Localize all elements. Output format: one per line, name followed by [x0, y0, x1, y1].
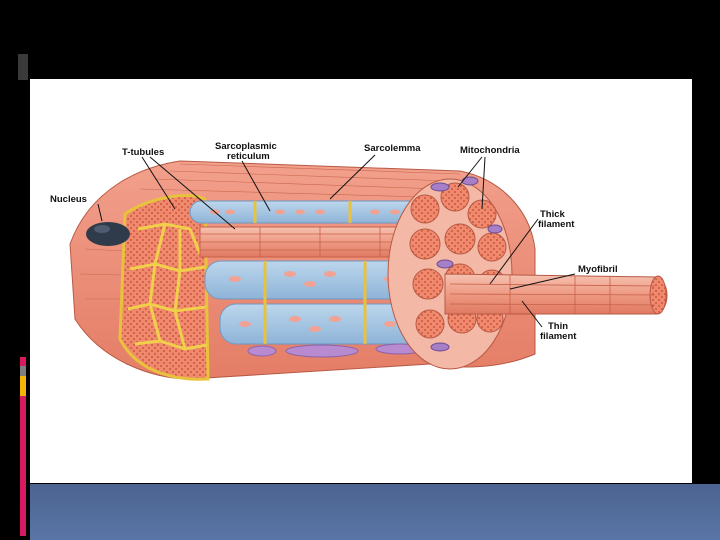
label-mitochondria: Mitochondria — [460, 145, 520, 156]
label-thin-line2: filament — [540, 331, 577, 342]
cross-section-face — [118, 194, 210, 381]
footer-band — [30, 484, 720, 540]
diagram-labels: T-tubules Sarcoplasmic reticulum Sarcole… — [50, 141, 618, 342]
label-thick-line2: filament — [538, 219, 575, 230]
label-thin-line1: Thin — [548, 321, 568, 332]
label-t-tubules: T-tubules — [122, 147, 164, 158]
terminal-cisternae — [247, 343, 425, 358]
mitochondria-cluster — [387, 176, 513, 370]
label-thick-line1: Thick — [540, 209, 566, 220]
title-accent-block — [18, 54, 28, 80]
label-nucleus: Nucleus — [50, 194, 87, 205]
label-sarcoplasmic-line1: Sarcoplasmic — [215, 141, 277, 152]
accent-bar-magenta — [20, 396, 26, 536]
label-sarcoplasmic-line2: reticulum — [227, 151, 270, 162]
accent-bar-yellow — [20, 376, 26, 396]
nucleus — [86, 222, 130, 246]
label-leaders — [97, 154, 576, 328]
label-sarcolemma: Sarcolemma — [364, 143, 421, 154]
protruding-myofibril — [444, 273, 668, 315]
label-myofibril: Myofibril — [578, 264, 618, 275]
accent-bar-magenta-top — [20, 357, 26, 366]
muscle-fiber-diagram: T-tubules Sarcoplasmic reticulum Sarcole… — [50, 141, 668, 381]
accent-bar-gray — [20, 366, 26, 376]
